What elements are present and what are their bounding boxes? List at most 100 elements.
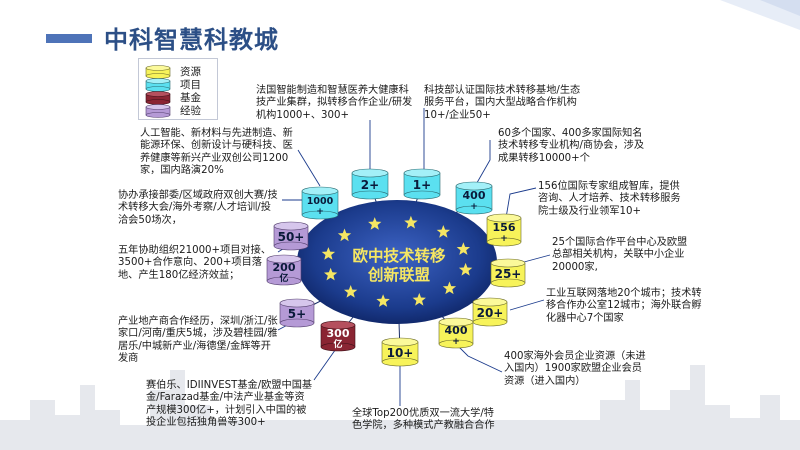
legend-label: 基金 (180, 92, 201, 104)
cylinder-node-project: 2+ (351, 168, 389, 200)
description-label: 400家海外会员企业资源（未进入国内）1900家欧盟企业会员资源（进入国内） (504, 351, 646, 387)
corner-decoration (720, 0, 800, 30)
cylinder-base (486, 237, 522, 247)
legend: 资源 项目 基金 经验 (138, 58, 218, 120)
title-bar: 中科智慧科教城 (0, 12, 800, 56)
connector-line (473, 140, 491, 189)
description-label: 人工智能、新材料与先进制造、新能源环保、创新设计与硬科技、医养健康等新兴产业双创… (140, 128, 293, 177)
cylinder-base (455, 205, 493, 215)
cylinder-base (381, 357, 419, 367)
star-icon (324, 267, 338, 281)
description-label: 五年协助组织21000+项目对接、3500+合作意向、200+项目落地、产生18… (118, 245, 272, 281)
star-icon (412, 292, 426, 306)
description-label: 全球Top200优质双一流大学/特色学院，多种模式产教融合合作 (352, 408, 495, 432)
cylinder-top (351, 168, 389, 178)
legend-item-resource: 资源 (145, 65, 215, 79)
description-label: 156位国际专家组成智库，提供咨询、人才培养、技术转移服务院士级及行业领军10+ (538, 181, 681, 217)
cylinder-top (490, 258, 526, 268)
hub-title-line1: 欧中技术转移 (352, 246, 446, 265)
connector-line (505, 187, 537, 219)
cylinder-node-resource: 20+ (472, 297, 508, 327)
cylinder-base (490, 278, 526, 288)
star-icon (458, 262, 473, 276)
node-value: 50+ (278, 230, 305, 244)
hub-title-line2: 创新联盟 (367, 265, 431, 284)
connector-line (313, 345, 339, 381)
cylinder-base (301, 210, 339, 220)
cylinder-top (403, 168, 441, 178)
cylinder-top (320, 320, 356, 330)
cylinder-base (403, 190, 441, 200)
legend-cylinder-icon (145, 91, 171, 105)
legend-cylinder-icon (145, 78, 171, 92)
cylinder-node-resource: 400+ (438, 317, 474, 349)
description-label: 60多个国家、400多家国际知名技术转移专业机构/商协会，涉及成果转移10000… (498, 128, 645, 164)
cylinder-base (273, 241, 309, 251)
cylinder-node-project: 1000+ (301, 186, 339, 220)
node-value: 400+ (463, 189, 486, 212)
connector-line (297, 149, 321, 187)
star-icon (321, 247, 336, 260)
cylinder-node-experience: 50+ (273, 221, 309, 251)
node-value: 400+ (445, 324, 468, 347)
star-icon (442, 281, 457, 295)
description-label: 协办承接部委/区域政府双创大赛/技术转移大会/海外考察/人才培训/投洽会50场次… (118, 190, 278, 226)
star-icon (456, 242, 470, 255)
star-icon (404, 215, 418, 229)
cylinder-top (472, 297, 508, 307)
node-value: 156+ (493, 221, 516, 244)
connector-line (509, 299, 545, 311)
node-value: 1000+ (307, 196, 334, 217)
cylinder-node-experience: 5+ (279, 298, 315, 328)
cylinder-node-project: 400+ (455, 181, 493, 215)
city-skyline-background (0, 365, 800, 450)
description-label: 科技部认证国际技术转移基地/生态服务平台，国内大型战略合作机构10+/企业50+ (424, 85, 581, 121)
node-value: 1+ (413, 178, 431, 192)
page-title: 中科智慧科教城 (104, 26, 279, 54)
cylinder-node-project: 1+ (403, 168, 441, 200)
eu-stars (321, 215, 473, 307)
cylinder-top (279, 298, 315, 308)
description-label: 法国智能制造和智慧医养大健康科技产业集群，拟转移合作企业/研发机构1000+、3… (256, 85, 413, 121)
cylinder-node-resource: 25+ (490, 258, 526, 288)
node-value: 2+ (361, 178, 379, 192)
legend-label: 项目 (180, 79, 201, 91)
legend-item-fund: 基金 (145, 91, 215, 105)
hub: 欧中技术转移 创新联盟 (297, 200, 497, 324)
star-icon (337, 228, 352, 242)
legend-label: 资源 (180, 66, 201, 78)
star-icon (344, 285, 358, 298)
node-value: 20+ (477, 306, 504, 320)
description-label: 赛伯乐、IDIINVEST基金/欧盟中国基金/Farazad基金/中法产业基金等… (146, 380, 313, 429)
node-value: 10+ (387, 346, 414, 360)
cylinder-base (438, 339, 474, 349)
node-value: 25+ (495, 267, 522, 281)
cylinder-base (266, 276, 302, 286)
description-label: 产业地产商合作经历，深圳/浙江/张家口/河南/重庆5城，涉及碧桂园/雅居乐/中城… (118, 316, 278, 365)
legend-label: 经验 (180, 105, 201, 117)
cylinder-top (301, 186, 339, 196)
cylinder-node-resource: 156+ (486, 213, 522, 247)
star-icon (376, 294, 390, 307)
cylinder-base (351, 190, 389, 200)
cylinder-top (455, 181, 493, 191)
node-value: 5+ (288, 307, 306, 321)
legend-cylinder-icon (145, 104, 171, 118)
description-label: 25个国际合作平台中心及欧盟总部相关机构，关联中小企业20000家, (552, 237, 688, 273)
cylinder-base (279, 318, 315, 328)
title-accent-block (46, 34, 92, 43)
connector-line (455, 343, 503, 373)
description-label: 工业互联网落地20个城市；技术转移合作办公室12城市；海外联合孵化器中心7个国家 (546, 288, 702, 324)
star-icon (368, 217, 382, 230)
cylinder-top (381, 337, 419, 347)
cylinder-top (438, 317, 474, 327)
cylinder-top (266, 254, 302, 264)
legend-cylinder-icon (145, 65, 171, 79)
star-icon (436, 225, 450, 238)
